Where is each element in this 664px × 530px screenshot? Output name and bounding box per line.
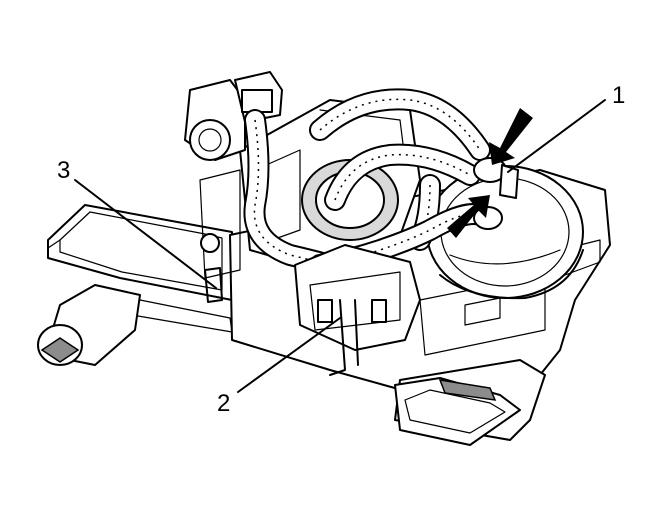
arrow-lower	[447, 195, 490, 238]
leader-lines	[74, 99, 606, 393]
actuator-bracket	[294, 244, 421, 376]
arrows-callout-1	[447, 108, 533, 238]
leader-line-1	[507, 99, 606, 173]
drain-housing	[37, 284, 233, 366]
upper-bracket	[184, 71, 283, 303]
callout-1: 1	[612, 82, 626, 109]
base-tray	[47, 204, 233, 301]
heater-core-fittings	[473, 157, 519, 230]
callout-2: 2	[217, 390, 231, 417]
core-housing	[239, 99, 421, 271]
leader-line-3	[74, 179, 217, 289]
arrow-upper	[489, 108, 533, 165]
callout-3: 3	[57, 157, 71, 184]
leader-line-2	[237, 317, 341, 393]
